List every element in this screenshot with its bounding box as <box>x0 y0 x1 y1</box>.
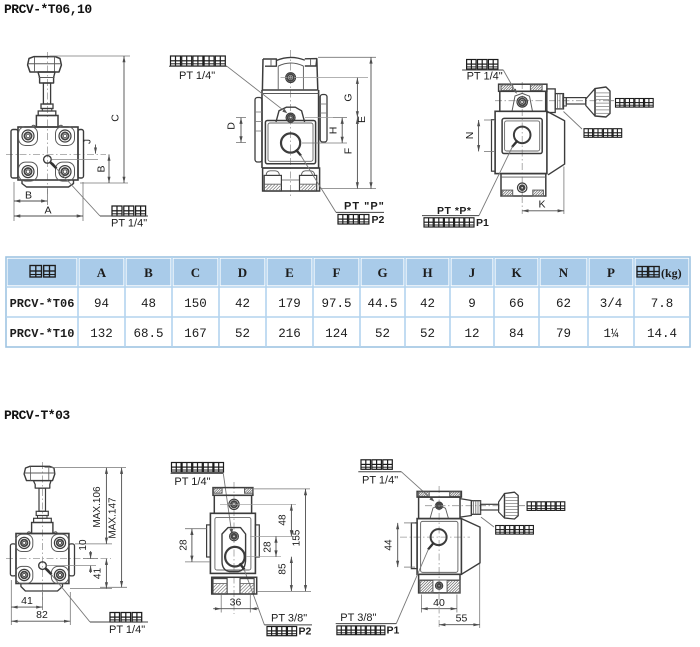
svg-text:C: C <box>191 265 200 280</box>
svg-text:B: B <box>144 265 153 280</box>
svg-text:PRCV-*T06: PRCV-*T06 <box>10 297 75 311</box>
svg-text:68.5: 68.5 <box>133 327 163 341</box>
svg-text:41: 41 <box>21 595 33 607</box>
svg-text:94: 94 <box>94 297 109 311</box>
svg-text:G: G <box>342 93 354 101</box>
svg-text:B: B <box>25 190 32 202</box>
svg-text:MAX.147: MAX.147 <box>107 497 118 539</box>
svg-text:PRCV-*T10: PRCV-*T10 <box>10 327 75 341</box>
svg-text:PT "P": PT "P" <box>344 201 385 213</box>
svg-text:42: 42 <box>235 297 250 311</box>
svg-text:52: 52 <box>375 327 390 341</box>
svg-text:9: 9 <box>468 297 476 311</box>
svg-text:E: E <box>285 265 294 280</box>
svg-text:P1: P1 <box>387 625 400 637</box>
svg-text:82: 82 <box>36 609 48 621</box>
svg-text:132: 132 <box>90 327 113 341</box>
svg-text:PT *P*: PT *P* <box>437 205 472 217</box>
svg-text:66: 66 <box>509 297 524 311</box>
svg-text:N: N <box>464 132 476 140</box>
svg-text:A: A <box>44 205 51 217</box>
svg-text:36: 36 <box>230 597 242 609</box>
svg-text:D: D <box>226 122 238 130</box>
svg-text:H: H <box>422 265 432 280</box>
svg-text:PT 1/4": PT 1/4" <box>179 70 215 82</box>
svg-text:3/4: 3/4 <box>600 297 623 311</box>
svg-text:PT 1/4": PT 1/4" <box>467 71 503 83</box>
svg-text:J: J <box>83 139 94 144</box>
svg-text:E: E <box>356 116 368 123</box>
svg-text:28: 28 <box>262 541 273 553</box>
svg-text:28: 28 <box>178 539 189 551</box>
svg-text:P1: P1 <box>476 217 489 229</box>
svg-text:41: 41 <box>93 568 104 580</box>
svg-text:85: 85 <box>278 563 289 575</box>
svg-text:MAX.106: MAX.106 <box>92 486 103 528</box>
svg-text:10: 10 <box>78 539 89 551</box>
svg-text:7.8: 7.8 <box>651 297 674 311</box>
svg-text:(kg): (kg) <box>661 266 682 280</box>
svg-text:167: 167 <box>184 327 207 341</box>
svg-text:155: 155 <box>292 529 303 546</box>
svg-text:A: A <box>97 265 107 280</box>
svg-text:48: 48 <box>278 514 289 526</box>
svg-text:44: 44 <box>384 539 395 551</box>
svg-text:PT 1/4": PT 1/4" <box>111 218 147 230</box>
svg-text:179: 179 <box>278 297 301 311</box>
svg-text:52: 52 <box>420 327 435 341</box>
svg-text:P: P <box>607 265 615 280</box>
svg-text:K: K <box>538 199 545 211</box>
svg-text:42: 42 <box>420 297 435 311</box>
svg-text:PT 3/8": PT 3/8" <box>271 613 307 625</box>
svg-text:216: 216 <box>278 327 301 341</box>
svg-text:G: G <box>377 265 387 280</box>
svg-text:F: F <box>333 265 341 280</box>
svg-text:84: 84 <box>509 327 524 341</box>
svg-text:48: 48 <box>141 297 156 311</box>
svg-text:PT 1/4": PT 1/4" <box>174 476 210 488</box>
svg-text:PT 1/4": PT 1/4" <box>362 475 398 487</box>
svg-text:62: 62 <box>556 297 571 311</box>
svg-text:97.5: 97.5 <box>321 297 351 311</box>
svg-text:F: F <box>342 148 354 154</box>
svg-text:P2: P2 <box>299 626 312 638</box>
svg-text:12: 12 <box>464 327 479 341</box>
svg-text:P2: P2 <box>372 214 385 226</box>
svg-text:150: 150 <box>184 297 207 311</box>
svg-text:PT 3/8": PT 3/8" <box>340 612 376 624</box>
svg-text:B: B <box>96 165 108 172</box>
svg-text:C: C <box>110 114 122 122</box>
svg-text:14.4: 14.4 <box>647 327 677 341</box>
svg-text:124: 124 <box>325 327 348 341</box>
svg-text:PT 1/4": PT 1/4" <box>109 624 145 636</box>
svg-text:N: N <box>559 265 569 280</box>
svg-text:44.5: 44.5 <box>367 297 397 311</box>
svg-text:J: J <box>469 265 476 280</box>
svg-text:D: D <box>238 265 247 280</box>
svg-text:52: 52 <box>235 327 250 341</box>
svg-text:1¼: 1¼ <box>603 327 619 341</box>
svg-text:K: K <box>511 265 522 280</box>
svg-text:H: H <box>328 127 340 135</box>
svg-text:55: 55 <box>456 613 468 625</box>
svg-text:79: 79 <box>556 327 571 341</box>
